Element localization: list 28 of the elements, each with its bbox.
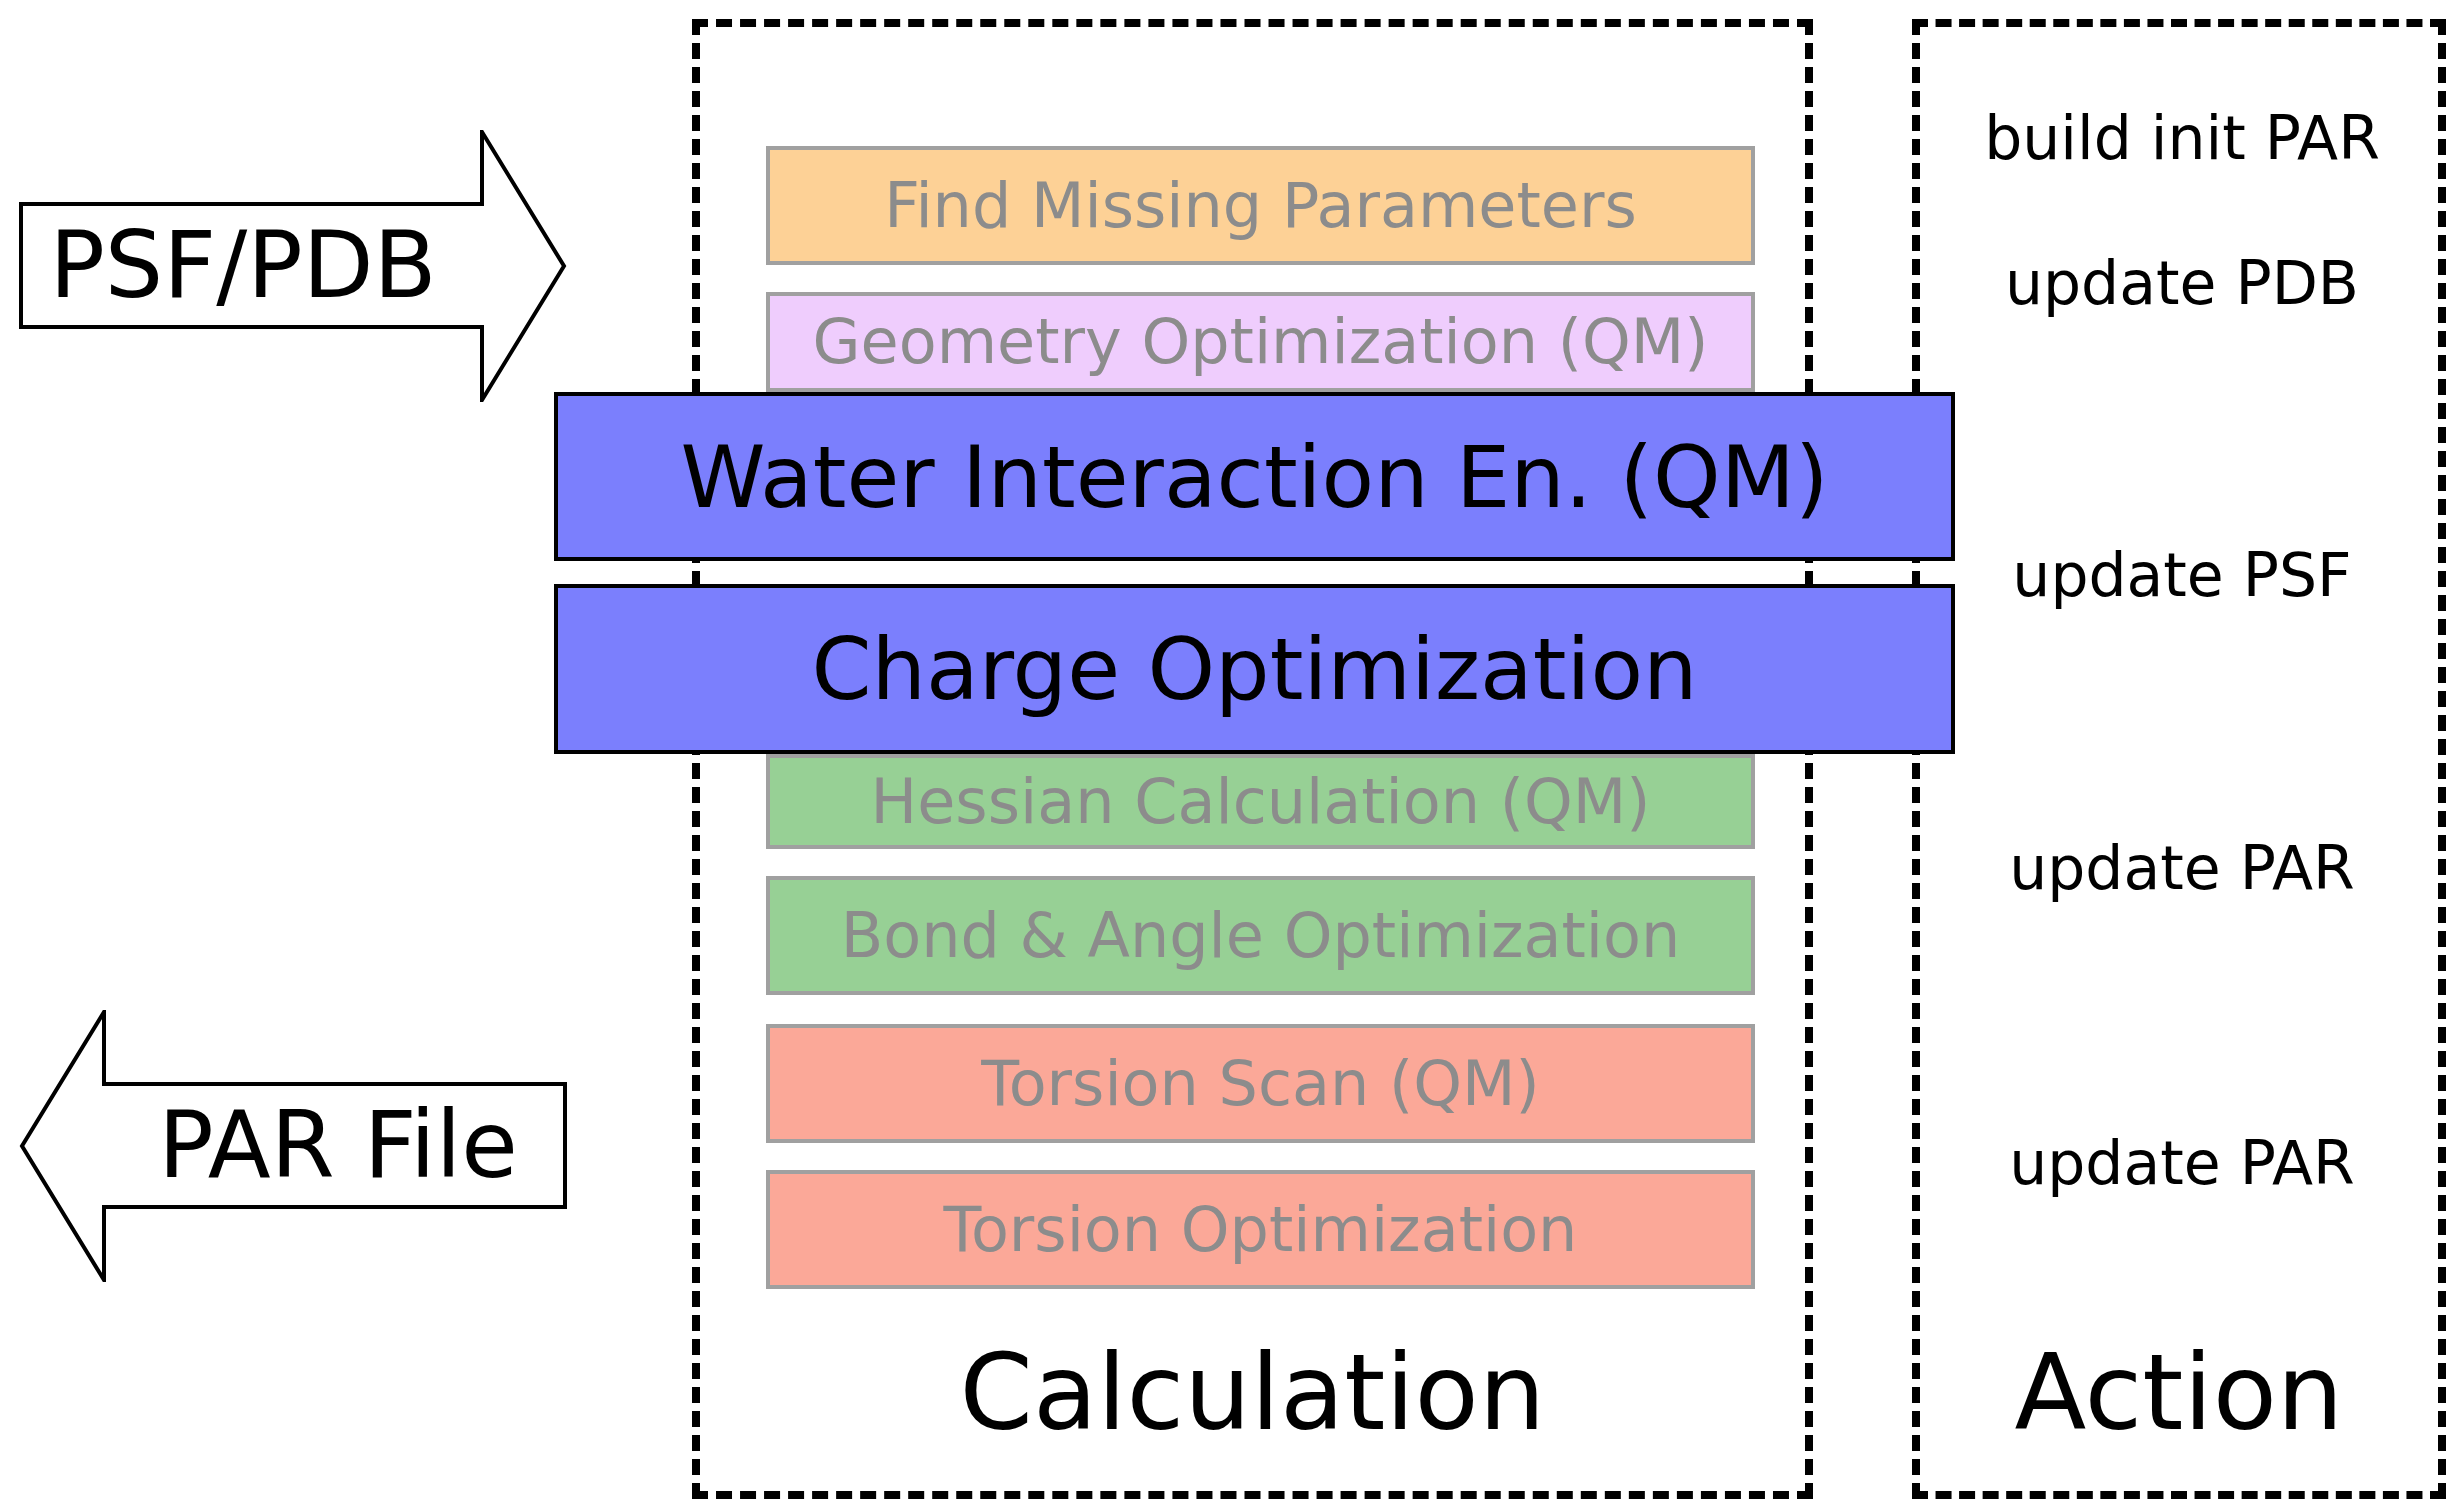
process-box xyxy=(766,754,1755,849)
node-text: Find Missing Parameters xyxy=(883,171,1638,240)
process-box xyxy=(766,1024,1755,1143)
action-note: update PAR xyxy=(2009,833,2355,903)
group-title: Action xyxy=(2013,1335,2345,1451)
dashed-frame xyxy=(1912,19,2446,1499)
group-title: Calculation xyxy=(958,1335,1547,1451)
node-text: PSF/PDB xyxy=(48,215,438,317)
process-box xyxy=(766,1170,1755,1289)
process-box xyxy=(766,146,1755,265)
node-text: Bond & Angle Optimization xyxy=(839,901,1682,970)
node-text: Water Interaction En. (QM) xyxy=(679,429,1830,524)
action-note: update PSF xyxy=(2012,540,2352,610)
process-box xyxy=(554,392,1955,561)
node-text: Torsion Optimization xyxy=(942,1195,1579,1264)
block-arrow xyxy=(19,130,567,402)
node-text: PAR File xyxy=(157,1095,519,1197)
node-text: Torsion Scan (QM) xyxy=(980,1049,1541,1118)
process-box xyxy=(766,292,1755,392)
action-note: update PDB xyxy=(2005,248,2359,318)
action-note: update PAR xyxy=(2009,1128,2355,1198)
process-box xyxy=(766,876,1755,995)
action-note: build init PAR xyxy=(1984,103,2380,173)
node-text: Geometry Optimization (QM) xyxy=(811,307,1710,377)
process-box xyxy=(554,584,1955,754)
block-arrow xyxy=(19,1010,567,1282)
node-text: Hessian Calculation (QM) xyxy=(869,767,1652,836)
node-text: Charge Optimization xyxy=(810,621,1699,717)
